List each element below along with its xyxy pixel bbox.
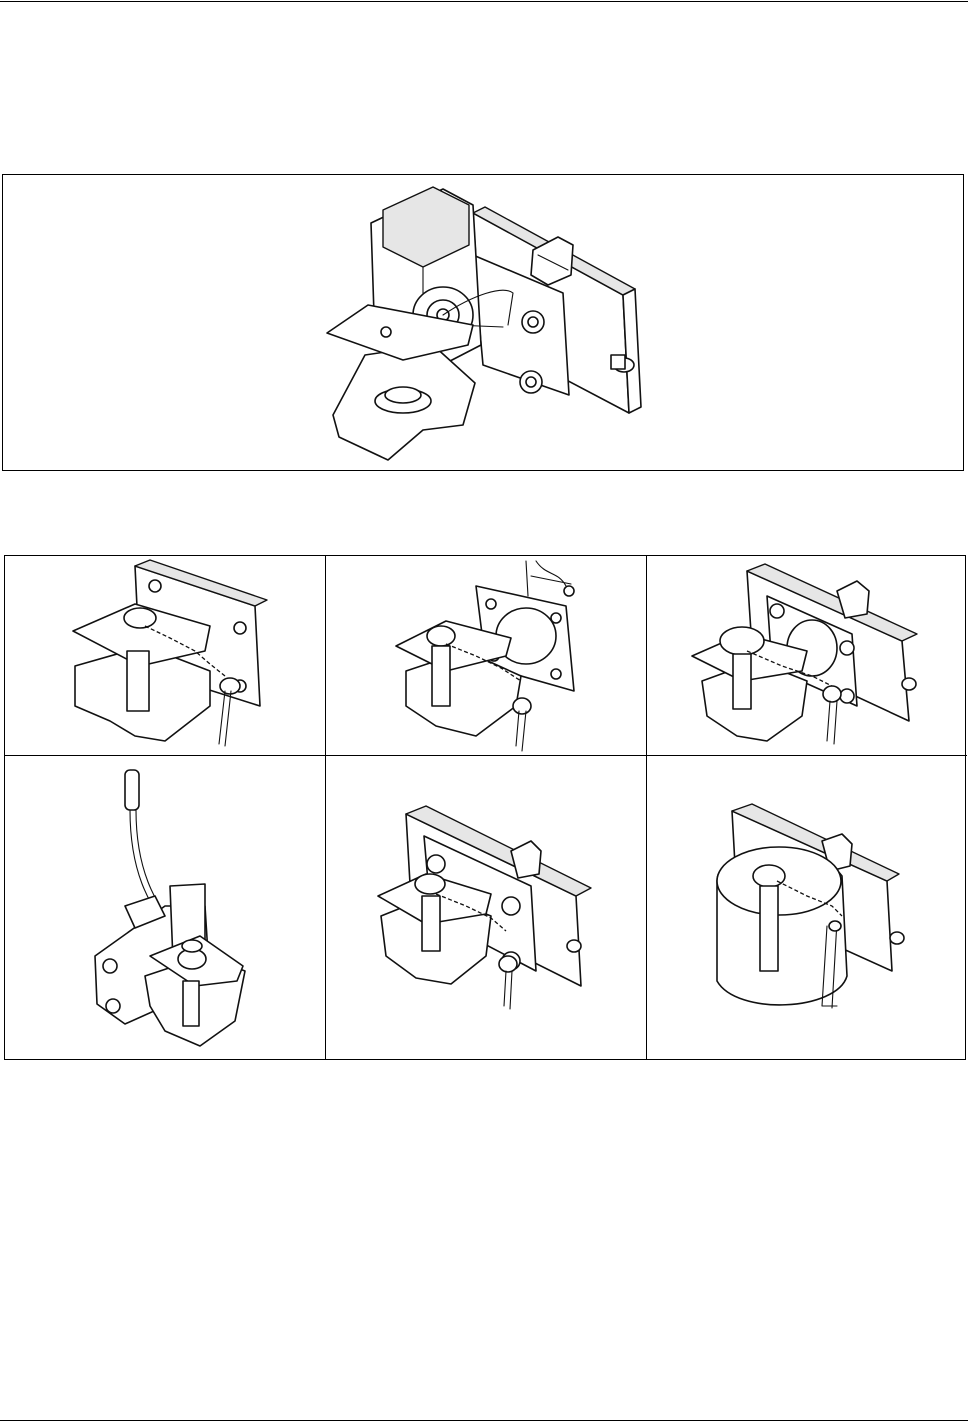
hitch-variant-rail-mount-icon xyxy=(647,556,967,756)
hitch-variant-drum-housing-icon xyxy=(647,756,967,1059)
variant-cell-3 xyxy=(647,556,967,756)
variant-cell-5 xyxy=(326,756,647,1059)
variant-cell-6 xyxy=(647,756,967,1059)
hitch-variant-height-adjustable-icon xyxy=(326,756,647,1059)
hitch-variant-round-flange-icon xyxy=(326,556,647,756)
header-rule xyxy=(0,1,968,2)
variant-cell-1 xyxy=(5,556,326,756)
trailer-hitch-coupling-icon xyxy=(3,175,963,470)
hitch-variant-flange-plate-icon xyxy=(5,556,326,756)
main-figure-frame xyxy=(2,174,964,471)
hitch-variant-remote-cable-icon xyxy=(5,756,326,1059)
variant-grid-frame xyxy=(4,555,966,1060)
variant-cell-4 xyxy=(5,756,326,1059)
variant-cell-2 xyxy=(326,556,647,756)
footer-rule xyxy=(0,1420,968,1421)
